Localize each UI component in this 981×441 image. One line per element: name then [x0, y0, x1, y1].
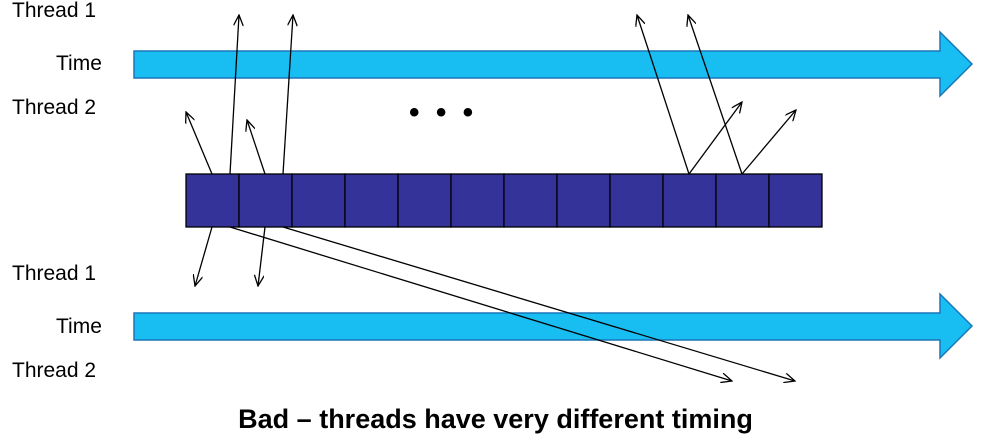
- array-cell: [715, 173, 770, 228]
- access-arrow: [637, 15, 690, 175]
- array-cell: [185, 173, 240, 228]
- array-cell: [503, 173, 558, 228]
- array-cell: [662, 173, 717, 228]
- access-arrow: [258, 226, 266, 286]
- access-arrow: [741, 110, 796, 175]
- array-cell: [450, 173, 505, 228]
- array-cell: [344, 173, 399, 228]
- access-arrow: [229, 15, 239, 175]
- bottom-thread2-label: Thread 2: [12, 359, 97, 382]
- array-cell: [291, 173, 346, 228]
- array-cell: [609, 173, 664, 228]
- access-arrow: [688, 15, 743, 175]
- bottom-time-label: Time: [56, 315, 102, 338]
- bottom-thread1-label: Thread 1: [12, 262, 97, 285]
- top-time-label: Time: [56, 52, 102, 75]
- access-arrow: [282, 226, 795, 381]
- array-cell: [556, 173, 611, 228]
- access-arrow: [282, 15, 293, 175]
- ellipsis: • • •: [409, 96, 478, 129]
- access-arrow: [195, 226, 213, 286]
- array-cell: [397, 173, 452, 228]
- array-cells: [185, 173, 823, 228]
- array-cell: [238, 173, 293, 228]
- access-arrow: [229, 226, 732, 381]
- access-arrow: [688, 102, 742, 175]
- caption: Bad – threads have very different timing: [238, 404, 753, 434]
- time-arrow-top: [133, 30, 974, 98]
- array-cell: [768, 173, 823, 228]
- top-thread1-label: Thread 1: [12, 0, 97, 22]
- top-thread2-label: Thread 2: [12, 96, 97, 119]
- access-arrow: [247, 120, 266, 175]
- access-arrow: [186, 112, 213, 175]
